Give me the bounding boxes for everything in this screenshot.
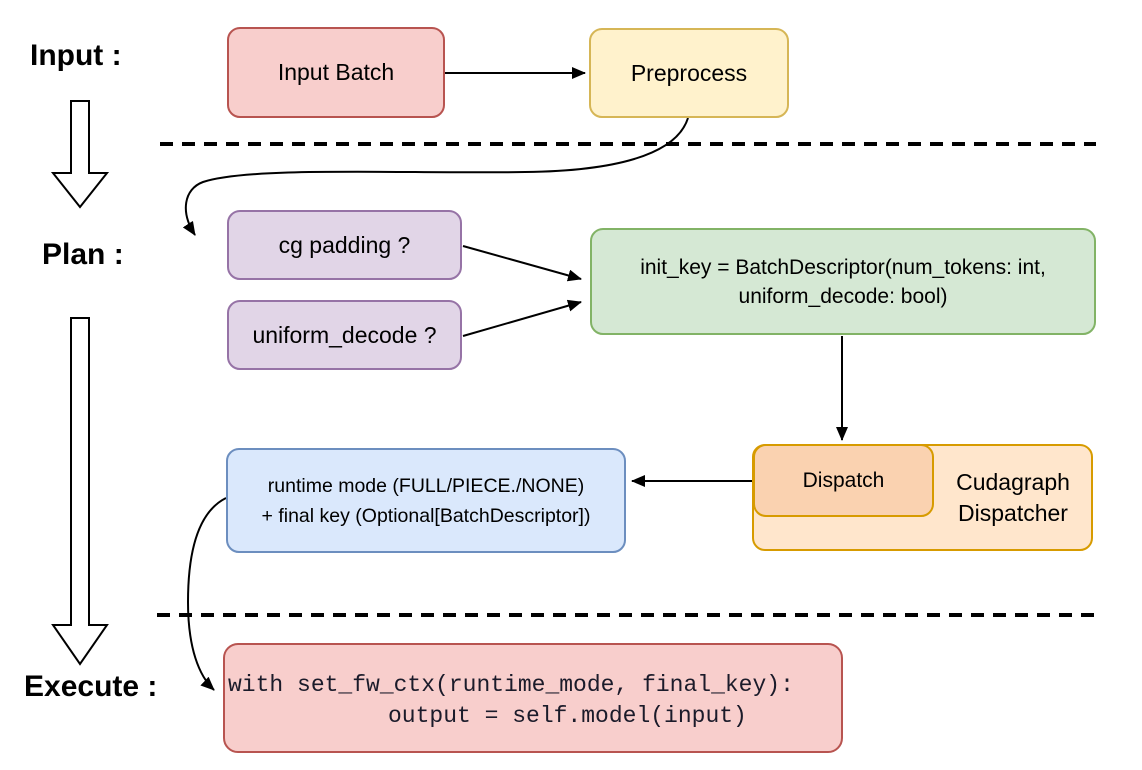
node-init-key: init_key = BatchDescriptor(num_tokens: i… — [590, 228, 1096, 335]
input-to-plan-arrow — [50, 100, 110, 209]
execute-code-line1: with set_fw_ctx(runtime_mode, final_key)… — [228, 672, 794, 698]
node-dispatch: Dispatch — [753, 444, 934, 517]
plan-to-execute-arrow — [51, 317, 109, 666]
node-cg-padding: cg padding ? — [227, 210, 462, 280]
stage-label-input: Input : — [30, 39, 122, 72]
node-cg-padding-label: cg padding ? — [278, 231, 411, 258]
cudagraph-label-line1: Cudagraph — [956, 468, 1070, 495]
node-preprocess-label: Preprocess — [630, 59, 748, 86]
stage-label-plan: Plan : — [42, 238, 124, 271]
node-execute-code: with set_fw_ctx(runtime_mode, final_key)… — [223, 643, 843, 753]
node-uniform-decode-label: uniform_decode ? — [252, 321, 437, 348]
node-preprocess: Preprocess — [589, 28, 789, 118]
node-input-batch: Input Batch — [227, 27, 445, 118]
execute-code-line2: output = self.model(input) — [388, 703, 747, 729]
node-runtime-mode: runtime mode (FULL/PIECE./NONE) + final … — [226, 448, 626, 553]
cudagraph-label-line2: Dispatcher — [958, 499, 1068, 526]
node-runtime-mode-line2: + final key (Optional[BatchDescriptor]) — [261, 504, 591, 527]
node-cudagraph-dispatcher-label: Cudagraph Dispatcher — [935, 446, 1091, 549]
node-init-key-line2: uniform_decode: bool) — [738, 284, 948, 308]
stage-label-execute: Execute : — [24, 670, 158, 703]
edge-cgpadding-to-initkey — [462, 245, 582, 282]
node-uniform-decode: uniform_decode ? — [227, 300, 462, 370]
node-init-key-line1: init_key = BatchDescriptor(num_tokens: i… — [640, 255, 1046, 279]
edge-runtimemode-to-executecode — [186, 497, 227, 691]
node-input-batch-label: Input Batch — [277, 59, 395, 85]
edge-preprocess-to-cgpadding — [182, 117, 689, 236]
edge-uniformdecode-to-initkey — [462, 299, 582, 337]
node-runtime-mode-line1: runtime mode (FULL/PIECE./NONE) — [267, 474, 585, 497]
node-dispatch-label: Dispatch — [802, 468, 885, 492]
